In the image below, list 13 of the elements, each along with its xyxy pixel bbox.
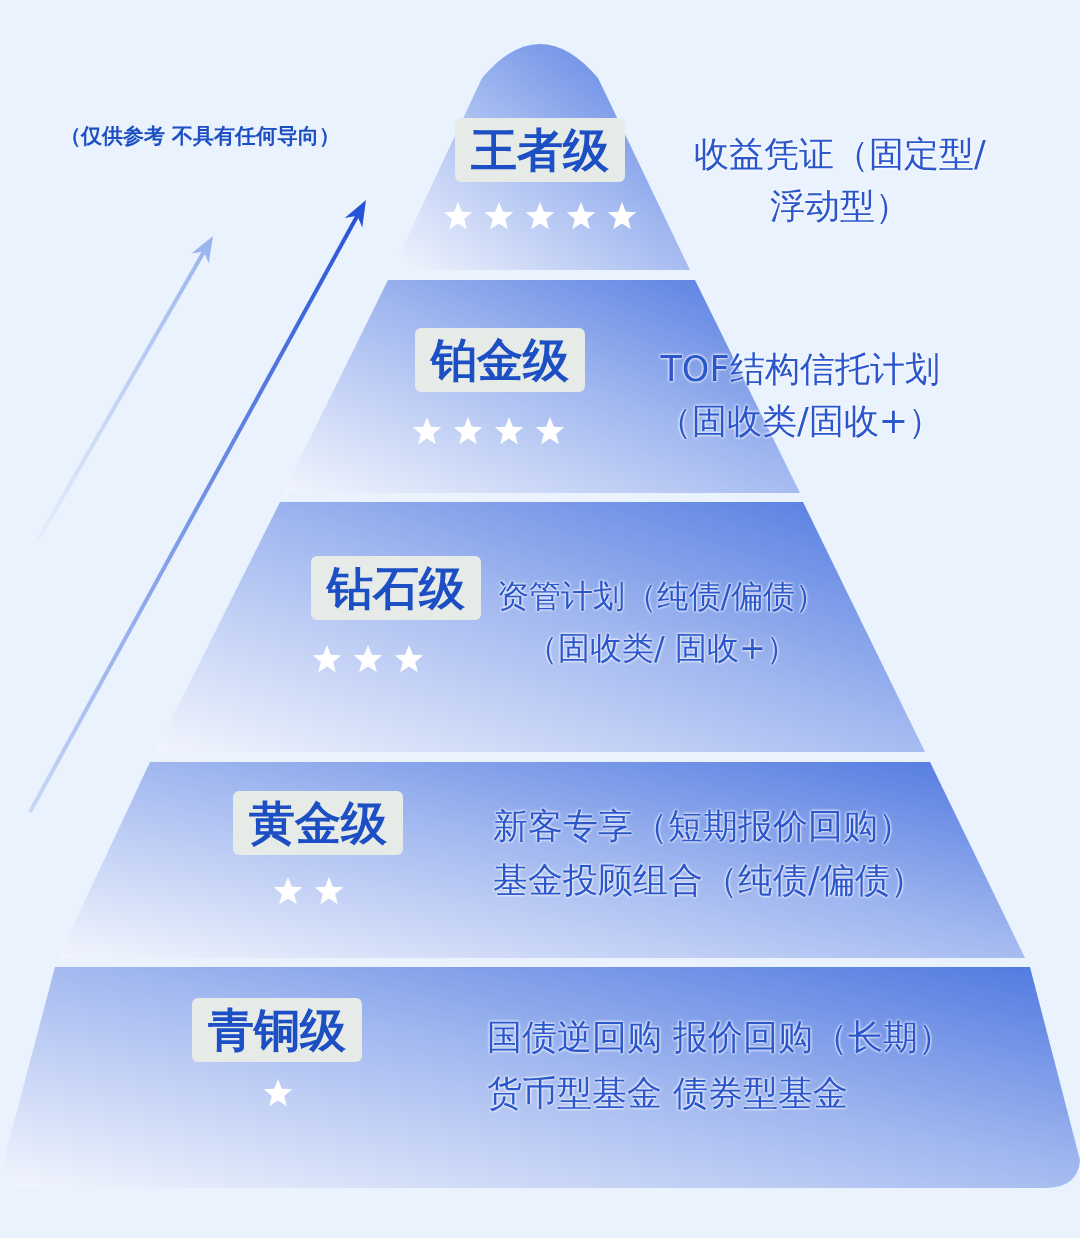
product-text: 收益凭证（固定型/浮动型）	[693, 133, 987, 228]
product-text: 资管计划（纯债/偏债）（固收类/ 固收+）	[495, 576, 829, 669]
level-badge: 黄金级	[233, 791, 403, 855]
level-badge: 王者级	[455, 118, 625, 182]
product-text: 国债逆回购 报价回购（长期）	[487, 1016, 954, 1059]
product-text: 货币型基金 债券型基金	[487, 1072, 849, 1115]
level-badge: 青铜级	[192, 998, 362, 1062]
disclaimer-note: （仅供参考 不具有任何导向）	[60, 123, 341, 150]
product-text: 基金投顾组合（纯债/偏债）	[493, 859, 925, 902]
product-text: 新客专享（短期报价回购）	[493, 805, 913, 848]
level-badge: 钻石级	[311, 556, 481, 620]
level-badge: 铂金级	[415, 328, 585, 392]
product-text: TOF结构信托计划（固收类/固收+）	[655, 348, 945, 443]
